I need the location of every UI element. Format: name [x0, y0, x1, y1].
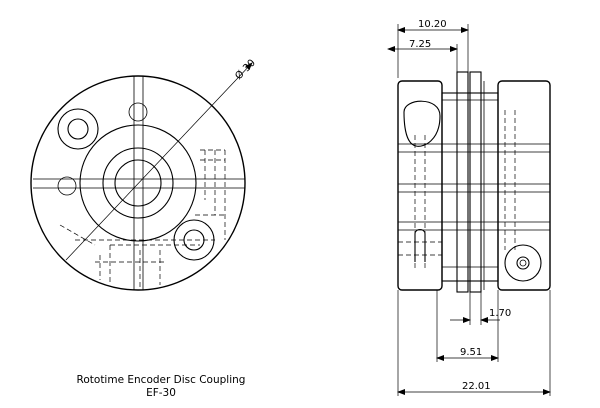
front-view: Ø 30	[30, 57, 258, 291]
screw-hole-top-left	[57, 108, 99, 150]
svg-text:9.51: 9.51	[460, 347, 482, 358]
side-slot-lines	[398, 143, 550, 231]
clamp-screw	[504, 244, 542, 282]
left-hub	[397, 80, 443, 291]
dim-1-70: 1.70	[450, 292, 511, 325]
disc-stack	[441, 71, 499, 293]
dim-7-25: 7.25	[387, 39, 458, 72]
drawing-title: Rototime Encoder Disc Coupling	[77, 374, 246, 386]
svg-text:10.20: 10.20	[418, 19, 447, 30]
drawing-part-number: EF-30	[146, 387, 176, 399]
access-hole-left	[57, 176, 77, 196]
dim-9-51: 9.51	[436, 290, 499, 362]
diameter-leader	[65, 62, 253, 261]
svg-text:1.70: 1.70	[489, 308, 511, 319]
dim-22-01: 22.01	[397, 290, 551, 396]
diameter-label: Ø 30	[233, 57, 258, 82]
hub-outer	[79, 124, 197, 242]
side-view: 10.20 7.25 1.70 9.51 22.01	[387, 19, 551, 396]
bore	[114, 159, 162, 207]
svg-text:22.01: 22.01	[462, 381, 491, 392]
set-screw-slot-low	[414, 228, 426, 262]
set-screw-slot-left	[403, 100, 441, 147]
front-slots	[33, 76, 245, 290]
screw-hole-bottom-right	[173, 219, 215, 261]
front-hidden-lines	[59, 149, 226, 290]
hub-mid	[102, 147, 174, 219]
svg-text:7.25: 7.25	[409, 39, 431, 50]
access-hole-top	[128, 102, 148, 122]
outer-rim	[30, 75, 246, 291]
